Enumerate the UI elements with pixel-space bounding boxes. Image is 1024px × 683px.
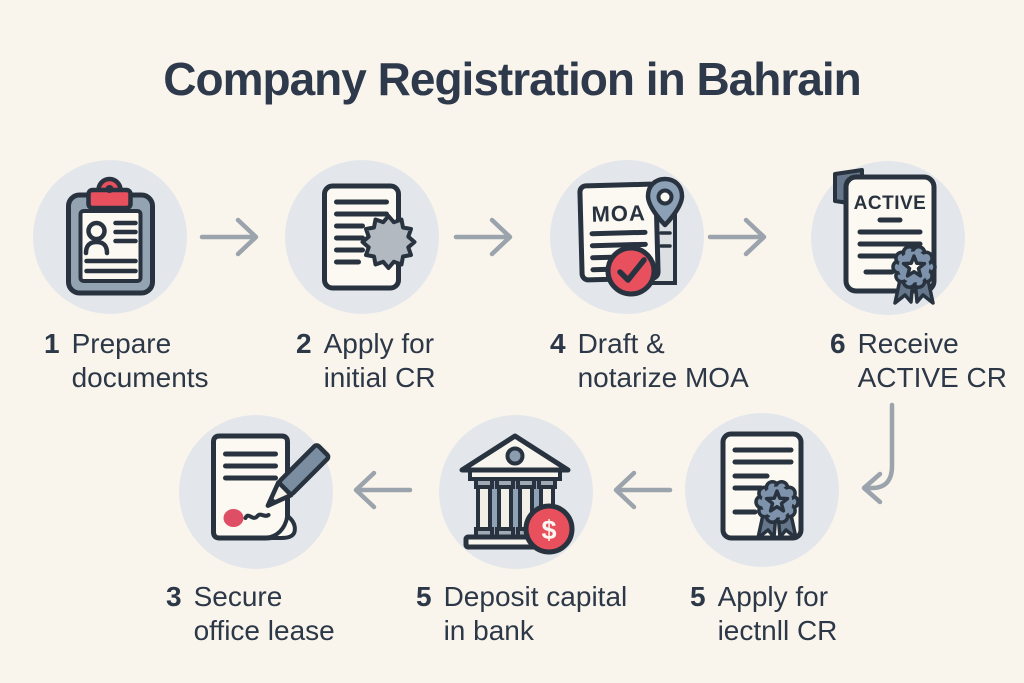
step-circle-draft-notarize-moa: MOA — [550, 160, 704, 314]
step-label-line1: Apply for — [323, 328, 435, 359]
step-circle-prepare-documents — [33, 160, 187, 314]
certificate-ribbon-icon — [720, 431, 804, 541]
pen-icon — [265, 443, 331, 508]
step-label-prepare-documents: 1 Prepare documents — [44, 327, 209, 395]
step-label-deposit-capital: 5 Deposit capital in bank — [416, 580, 627, 648]
step-label-line2: ACTIVE CR — [857, 362, 1007, 393]
step-label-draft-notarize-moa: 4 Draft & notarize MOA — [550, 327, 749, 395]
flow-arrow-right-1 — [199, 217, 259, 257]
step-number: 1 — [44, 328, 60, 359]
step-label-line2: notarize MOA — [577, 362, 749, 393]
step-label-line2: in bank — [443, 615, 534, 646]
step-label-line1: Deposit capital — [443, 581, 628, 612]
dollar-circle-icon — [523, 503, 575, 555]
moa-document-pin-check-icon: MOA — [577, 176, 685, 297]
bank-dollar-icon: $ — [459, 433, 575, 555]
step-label-secure-office-lease: 3 Secure office lease — [166, 580, 335, 648]
flow-arrow-right-3 — [707, 217, 767, 257]
step-label-apply-cr: 5 Apply for iectnll CR — [690, 580, 837, 648]
step-circle-apply-cr — [685, 413, 839, 567]
document-seal-icon — [322, 183, 417, 291]
step-number: 5 — [416, 581, 432, 612]
clipboard-icon — [66, 176, 155, 296]
flow-arrow-right-2 — [453, 217, 513, 257]
step-circle-deposit-capital: $ — [439, 415, 593, 569]
lease-signing-pen-icon — [211, 433, 331, 541]
flow-arrow-down-left — [861, 402, 895, 505]
step-number: 6 — [830, 328, 846, 359]
step-label-line1: Receive — [857, 328, 959, 359]
step-label-line2: iectnll CR — [717, 615, 838, 646]
step-circle-apply-initial-cr — [285, 160, 439, 314]
step-label-line2: office lease — [193, 615, 335, 646]
step-label-receive-active-cr: 6 Receive ACTIVE CR — [830, 327, 1007, 395]
step-label-line1: Apply for — [717, 581, 829, 612]
step-number: 5 — [690, 581, 706, 612]
step-label-line1: Prepare — [71, 328, 172, 359]
step-label-line1: Secure — [193, 581, 283, 612]
step-number: 3 — [166, 581, 182, 612]
step-number: 2 — [296, 328, 312, 359]
flow-arrow-left-2 — [353, 470, 413, 510]
step-label-line2: initial CR — [323, 362, 436, 393]
step-circle-receive-active-cr: ACTIVE — [811, 161, 965, 315]
flow-arrow-left-1 — [613, 470, 673, 510]
award-rosette-icon — [754, 479, 800, 540]
page-title: Company Registration in Bahrain — [163, 53, 861, 105]
step-label-apply-initial-cr: 2 Apply for initial CR — [296, 327, 436, 395]
location-pin-icon — [645, 176, 685, 228]
red-seal-dot — [223, 509, 244, 527]
moa-label: MOA — [591, 200, 646, 226]
dollar-sign: $ — [541, 515, 556, 545]
check-circle-icon — [605, 245, 657, 297]
step-label-line1: Draft & — [577, 328, 665, 359]
step-number: 4 — [550, 328, 566, 359]
award-rosette-icon — [891, 244, 937, 305]
active-label: ACTIVE — [854, 193, 927, 214]
step-circle-secure-office-lease — [179, 415, 333, 569]
active-certificate-ribbon-icon: ACTIVE — [833, 168, 937, 305]
step-label-line2: documents — [71, 362, 209, 393]
